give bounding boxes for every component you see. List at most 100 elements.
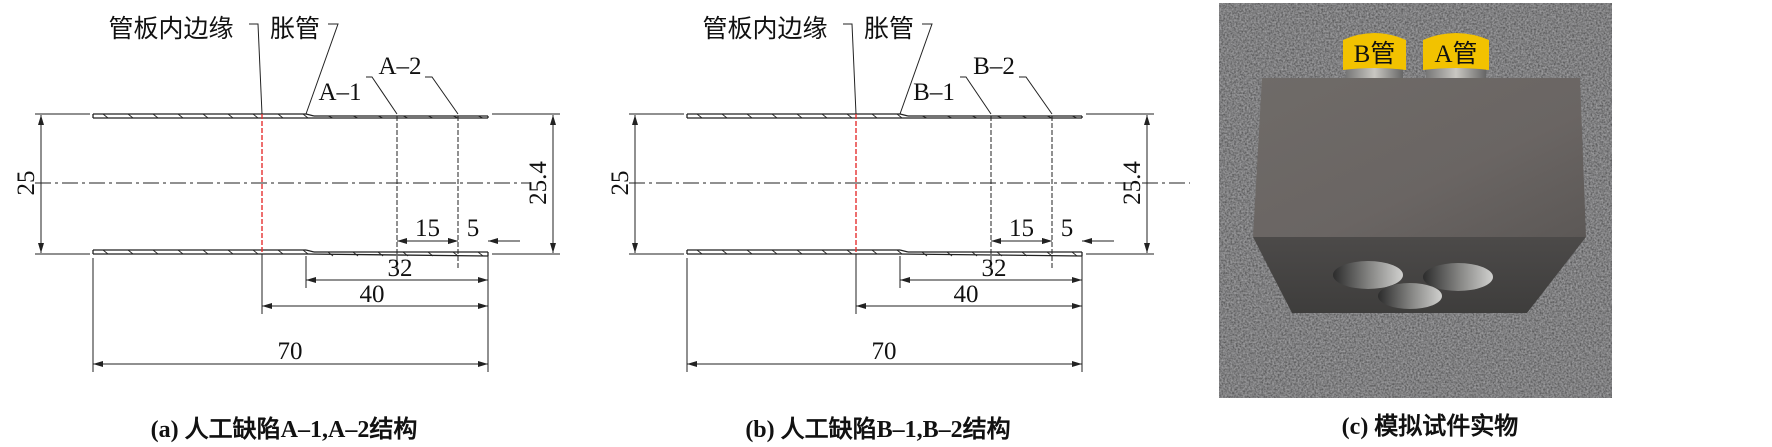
defect-2-label: B–2: [973, 53, 1015, 80]
hatch-line: [302, 113, 309, 119]
hatch-line: [796, 113, 803, 119]
tube-a-label-band: [1423, 33, 1489, 70]
dimension-label-32: 32: [388, 255, 413, 282]
hatch-line: [1071, 251, 1078, 257]
hatch-line: [227, 249, 234, 255]
hole-bottom: [1378, 283, 1442, 309]
hatch-line: [252, 113, 259, 119]
leader-label-expanded-tube: 胀管: [864, 15, 914, 43]
hole-right: [1423, 263, 1493, 291]
leader-line-expanded-tube: [305, 23, 339, 115]
hatch-line: [1021, 115, 1028, 119]
tube-b-label-band: [1343, 33, 1406, 70]
hatch-line: [971, 115, 978, 119]
wall-step-line: [899, 249, 909, 253]
hatch-line: [971, 251, 978, 257]
hatch-line: [1021, 251, 1028, 257]
dimension-label-32: 32: [982, 255, 1007, 282]
hatch-line: [921, 251, 928, 257]
block-top-face: [1253, 78, 1586, 237]
defect-1-label: B–1: [913, 79, 955, 106]
wall-step-line: [899, 113, 909, 117]
hatch-line: [427, 251, 434, 257]
hatch-line: [871, 113, 878, 119]
leader-label-expanded-tube: 胀管: [270, 15, 320, 43]
hatch-line: [771, 113, 778, 119]
hatch-line: [327, 115, 334, 119]
panel-caption: (b) 人工缺陷B–1,B–2结构: [745, 415, 1010, 443]
hatch-line: [1046, 251, 1053, 257]
hatch-line: [477, 251, 484, 257]
hatch-line: [277, 113, 284, 119]
leader-label-tubesheet-edge: 管板内边缘: [108, 15, 233, 43]
hatch-line: [1046, 115, 1053, 119]
dimension-label-40: 40: [954, 281, 979, 308]
hatch-line: [252, 249, 259, 255]
hatch-line: [352, 251, 359, 257]
dimension-label-5: 5: [467, 215, 480, 242]
dimension-label-5: 5: [1061, 215, 1074, 242]
hatch-line: [152, 249, 159, 255]
dimension-label-70: 70: [278, 338, 303, 365]
hatch-line: [846, 249, 853, 255]
hatch-line: [746, 113, 753, 119]
hatch-line: [696, 113, 703, 119]
hatch-line: [352, 115, 359, 119]
dimension-label-15: 15: [1009, 215, 1034, 242]
hatch-line: [227, 113, 234, 119]
hatch-line: [402, 251, 409, 257]
leader-line-tubesheet-edge: [843, 23, 857, 115]
hatch-line: [896, 249, 903, 255]
hatch-line: [452, 251, 459, 257]
hatch-line: [427, 115, 434, 119]
dimension-label-inner-diameter: 25: [607, 171, 634, 196]
hatch-line: [152, 113, 159, 119]
wall-step-line: [305, 113, 315, 117]
photo-caption: (c) 模拟试件实物: [1342, 412, 1519, 440]
hatch-line: [202, 113, 209, 119]
dimension-label-40: 40: [360, 281, 385, 308]
hatch-line: [996, 115, 1003, 119]
hatch-line: [377, 251, 384, 257]
defect-1-label: A–1: [318, 79, 361, 106]
tube-b-label: B管: [1354, 40, 1396, 68]
hatch-line: [127, 113, 134, 119]
hatch-line: [1071, 115, 1078, 119]
hatch-line: [277, 249, 284, 255]
panel-caption: (a) 人工缺陷A–1,A–2结构: [151, 415, 418, 443]
hatch-line: [746, 249, 753, 255]
hatch-line: [721, 249, 728, 255]
hatch-line: [202, 249, 209, 255]
dimension-label-70: 70: [872, 338, 897, 365]
hatch-line: [996, 251, 1003, 257]
hatch-line: [921, 115, 928, 119]
defect-1-leader: [960, 76, 992, 115]
hatch-line: [946, 251, 953, 257]
defect-2-leader: [425, 76, 459, 115]
dimension-label-inner-diameter: 25: [13, 171, 40, 196]
hatch-line: [696, 249, 703, 255]
dimension-label-outer-diameter: 25.4: [525, 161, 552, 205]
hatch-line: [377, 115, 384, 119]
hatch-line: [452, 115, 459, 119]
hatch-line: [327, 251, 334, 257]
hatch-line: [896, 113, 903, 119]
hatch-line: [177, 249, 184, 255]
hatch-line: [402, 115, 409, 119]
hatch-line: [821, 113, 828, 119]
hatch-line: [946, 115, 953, 119]
hatch-line: [796, 249, 803, 255]
hatch-line: [127, 249, 134, 255]
hatch-line: [846, 113, 853, 119]
hole-left: [1333, 261, 1403, 289]
leader-line-tubesheet-edge: [249, 23, 263, 115]
hatch-line: [102, 249, 109, 255]
hatch-line: [821, 249, 828, 255]
hatch-line: [771, 249, 778, 255]
defect-2-label: A–2: [378, 53, 421, 80]
hatch-line: [871, 249, 878, 255]
